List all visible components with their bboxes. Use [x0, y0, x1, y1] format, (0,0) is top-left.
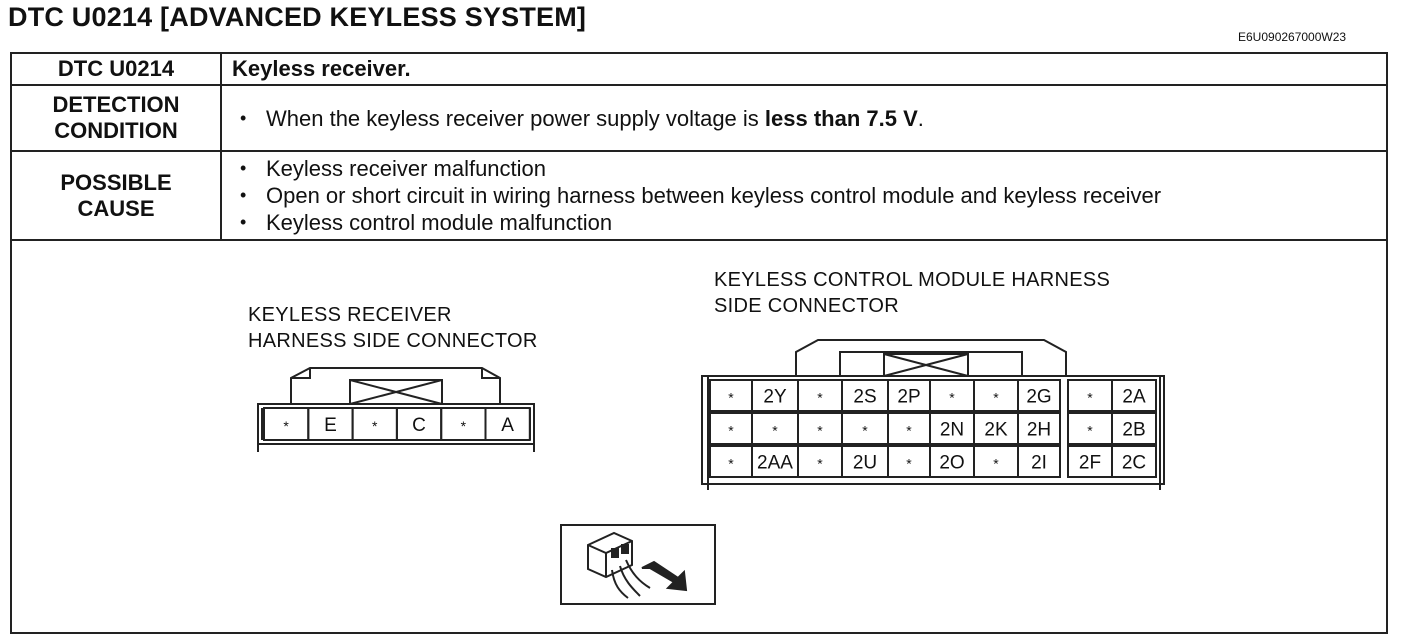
- possible-cause-cell: Keyless receiver malfunction Open or sho…: [220, 150, 1388, 241]
- list-item: Keyless control module malfunction: [240, 209, 1386, 236]
- receiver-pin-cell: [484, 407, 531, 441]
- module-pin-label: *: [949, 390, 955, 406]
- list-item: Keyless receiver malfunction: [240, 155, 1386, 182]
- receiver-connector-label: KEYLESS RECEIVER: [248, 304, 452, 326]
- module-pin-label: 2U: [853, 453, 877, 474]
- module-pin-label: *: [906, 423, 912, 439]
- module-pin-label: 2F: [1079, 453, 1101, 474]
- document-id: E6U090267000W23: [1238, 30, 1347, 44]
- receiver-pin-label: A: [501, 415, 514, 436]
- module-pin-cell: [1017, 379, 1061, 412]
- module-pin-cell: [1111, 379, 1157, 412]
- module-pin-cells: * 2Y * 2S 2P * * 2G * 2A * * * * * 2N 2K 2H * 2B * 2AA * 2U * 2O *…: [709, 379, 1157, 478]
- module-pin-label: *: [728, 423, 734, 439]
- module-pin-label: *: [1087, 390, 1093, 406]
- header-text: POSSIBLE CAUSE: [60, 169, 172, 221]
- module-pin-cell: [1111, 412, 1157, 445]
- module-pin-label: *: [772, 423, 778, 439]
- module-pin-label: *: [906, 456, 912, 472]
- condition-text: When the keyless receiver power supply v…: [266, 105, 765, 131]
- module-pin-label: 2P: [897, 387, 920, 408]
- receiver-pin-label: E: [324, 415, 337, 436]
- table-row: DTC U0214 Keyless receiver.: [10, 51, 1388, 87]
- receiver-pin-cells: * E * C * A: [263, 407, 531, 441]
- module-pin-label: *: [817, 390, 823, 406]
- condition-suffix: .: [917, 105, 924, 131]
- module-pin-label: 2K: [984, 420, 1008, 441]
- receiver-connector-label-line2: HARNESS SIDE CONNECTOR: [248, 330, 538, 352]
- dtc-table: DTC U0214 Keyless receiver. DETECTION CO…: [10, 51, 1388, 241]
- module-pin-label: *: [817, 456, 823, 472]
- module-pin-label: 2O: [939, 453, 964, 474]
- dtc-description: Keyless receiver.: [220, 51, 1388, 87]
- module-pin-label: *: [993, 456, 999, 472]
- list-item: Open or short circuit in wiring harness …: [240, 182, 1386, 209]
- harness-connector-probe-icon: [560, 524, 716, 605]
- receiver-pin-label: *: [283, 418, 289, 434]
- header-text: DETECTION CONDITION: [52, 92, 180, 144]
- module-pin-cell: [1017, 412, 1061, 445]
- module-pin-label: 2C: [1122, 453, 1146, 474]
- possible-cause-header: POSSIBLE CAUSE: [10, 150, 222, 241]
- list-item: When the keyless receiver power supply v…: [240, 105, 1386, 132]
- module-connector-label-line2: SIDE CONNECTOR: [714, 295, 899, 317]
- module-pin-label: 2H: [1027, 420, 1051, 441]
- detection-condition-cell: When the keyless receiver power supply v…: [220, 84, 1388, 153]
- module-pin-label: *: [817, 423, 823, 439]
- dtc-code-cell: DTC U0214: [10, 51, 222, 87]
- receiver-pin-label: *: [372, 418, 378, 434]
- module-pin-label: 2Y: [763, 387, 787, 408]
- module-pin-label: *: [993, 390, 999, 406]
- receiver-pin-label: C: [412, 415, 426, 436]
- module-pin-label: 2B: [1122, 420, 1145, 441]
- receiver-pin-label: *: [461, 418, 467, 434]
- page-title: DTC U0214 [ADVANCED KEYLESS SYSTEM]: [8, 2, 587, 32]
- detection-condition-header: DETECTION CONDITION: [10, 84, 222, 153]
- cause-list: Keyless receiver malfunction Open or sho…: [232, 155, 1386, 236]
- module-pin-label: *: [862, 423, 868, 439]
- table-row: DETECTION CONDITION When the keyless rec…: [10, 84, 1388, 153]
- module-connector: [701, 339, 1165, 490]
- module-pin-label: 2N: [940, 420, 964, 441]
- module-pin-cell: [1111, 445, 1157, 478]
- module-pin-label: 2S: [853, 387, 876, 408]
- condition-list: When the keyless receiver power supply v…: [232, 105, 1386, 132]
- module-pin-label: 2AA: [757, 453, 793, 474]
- module-pin-label: *: [728, 456, 734, 472]
- table-row: POSSIBLE CAUSE Keyless receiver malfunct…: [10, 150, 1388, 241]
- module-pin-label: 2G: [1026, 387, 1051, 408]
- module-pin-cell: [1017, 445, 1061, 478]
- module-pin-label: *: [1087, 423, 1093, 439]
- module-connector-label: KEYLESS CONTROL MODULE HARNESS: [714, 269, 1111, 291]
- condition-threshold: less than 7.5 V: [764, 105, 918, 131]
- connector-diagram-area: [10, 240, 1388, 634]
- module-pin-label: *: [728, 390, 734, 406]
- module-pin-label: 2I: [1031, 453, 1047, 474]
- module-pin-label: 2A: [1122, 387, 1146, 408]
